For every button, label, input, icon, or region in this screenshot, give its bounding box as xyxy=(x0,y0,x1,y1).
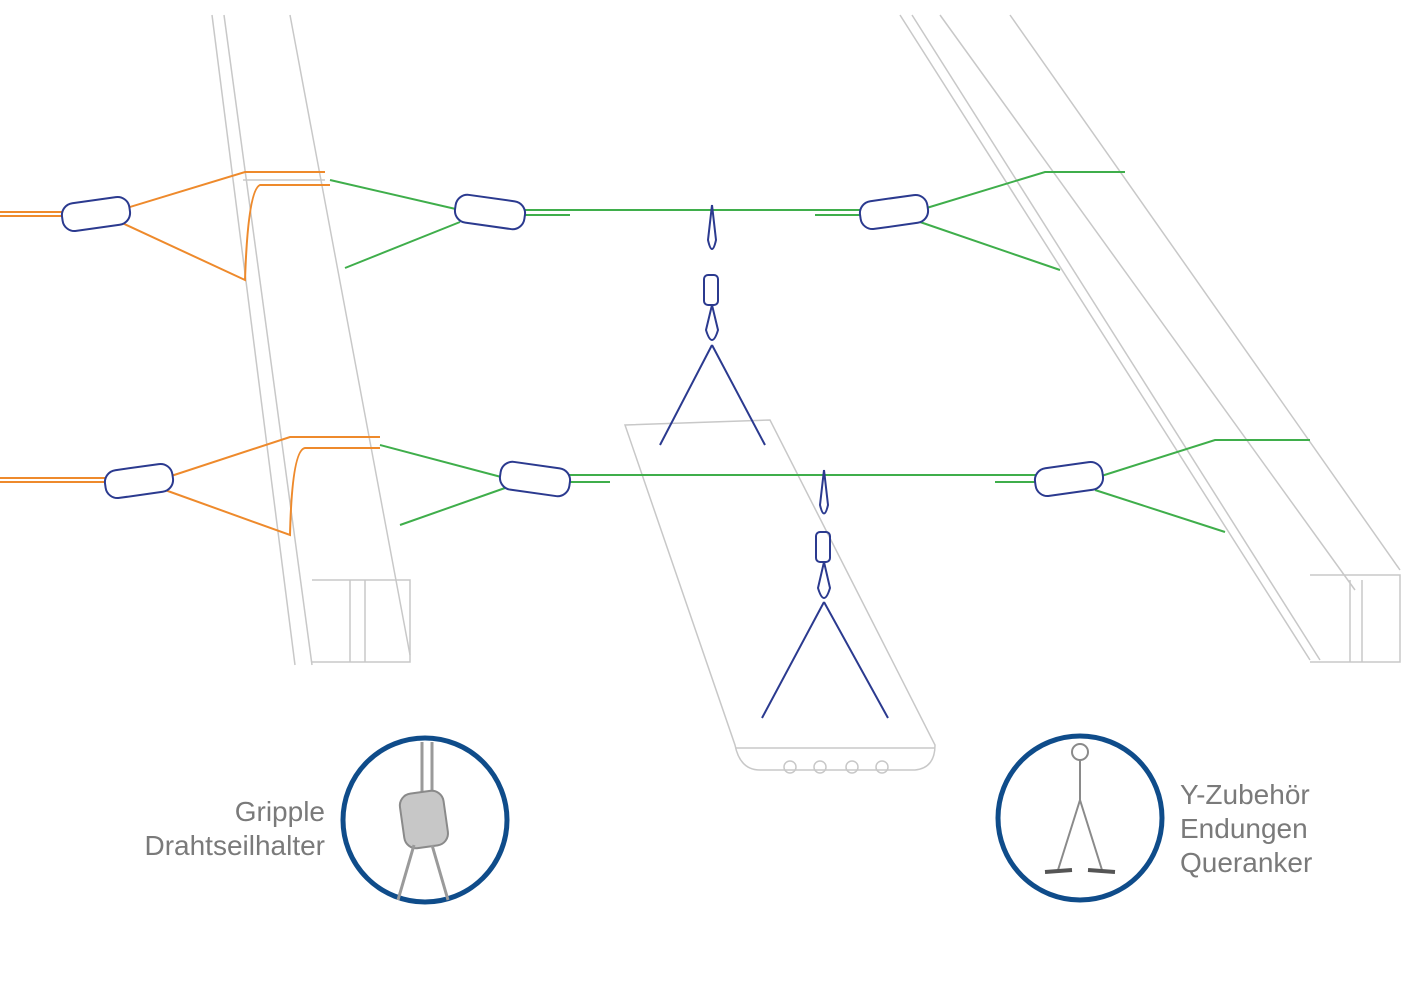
y-accessory-label: Y-Zubehör Endungen Queranker xyxy=(1180,778,1400,880)
gripple-fastener xyxy=(60,193,1105,500)
y-accessory-callout xyxy=(995,733,1165,903)
right-i-beam xyxy=(899,14,1401,663)
gripple-callout xyxy=(340,735,510,905)
y-hanger-bottom xyxy=(761,469,889,719)
top-wire-run xyxy=(0,171,1125,282)
gripple-wire-rope-hanger-icon xyxy=(396,742,450,901)
y-accessory-cross-anchor-icon xyxy=(1044,743,1116,874)
gripple-label-line-1: Gripple xyxy=(234,796,325,827)
y-accessory-label-line-2: Endungen xyxy=(1180,813,1308,844)
callout-ring xyxy=(995,733,1165,903)
gripple-label: Gripple Drahtseilhalter xyxy=(110,795,325,863)
y-hanger-top xyxy=(659,204,766,446)
y-accessory-label-line-3: Queranker xyxy=(1180,847,1313,878)
left-i-beam xyxy=(211,14,411,666)
y-accessory-label-line-1: Y-Zubehör xyxy=(1180,779,1310,810)
gripple-label-line-2: Drahtseilhalter xyxy=(144,830,325,861)
bottom-wire-run xyxy=(0,436,1310,537)
luminaire-tray xyxy=(623,419,936,774)
